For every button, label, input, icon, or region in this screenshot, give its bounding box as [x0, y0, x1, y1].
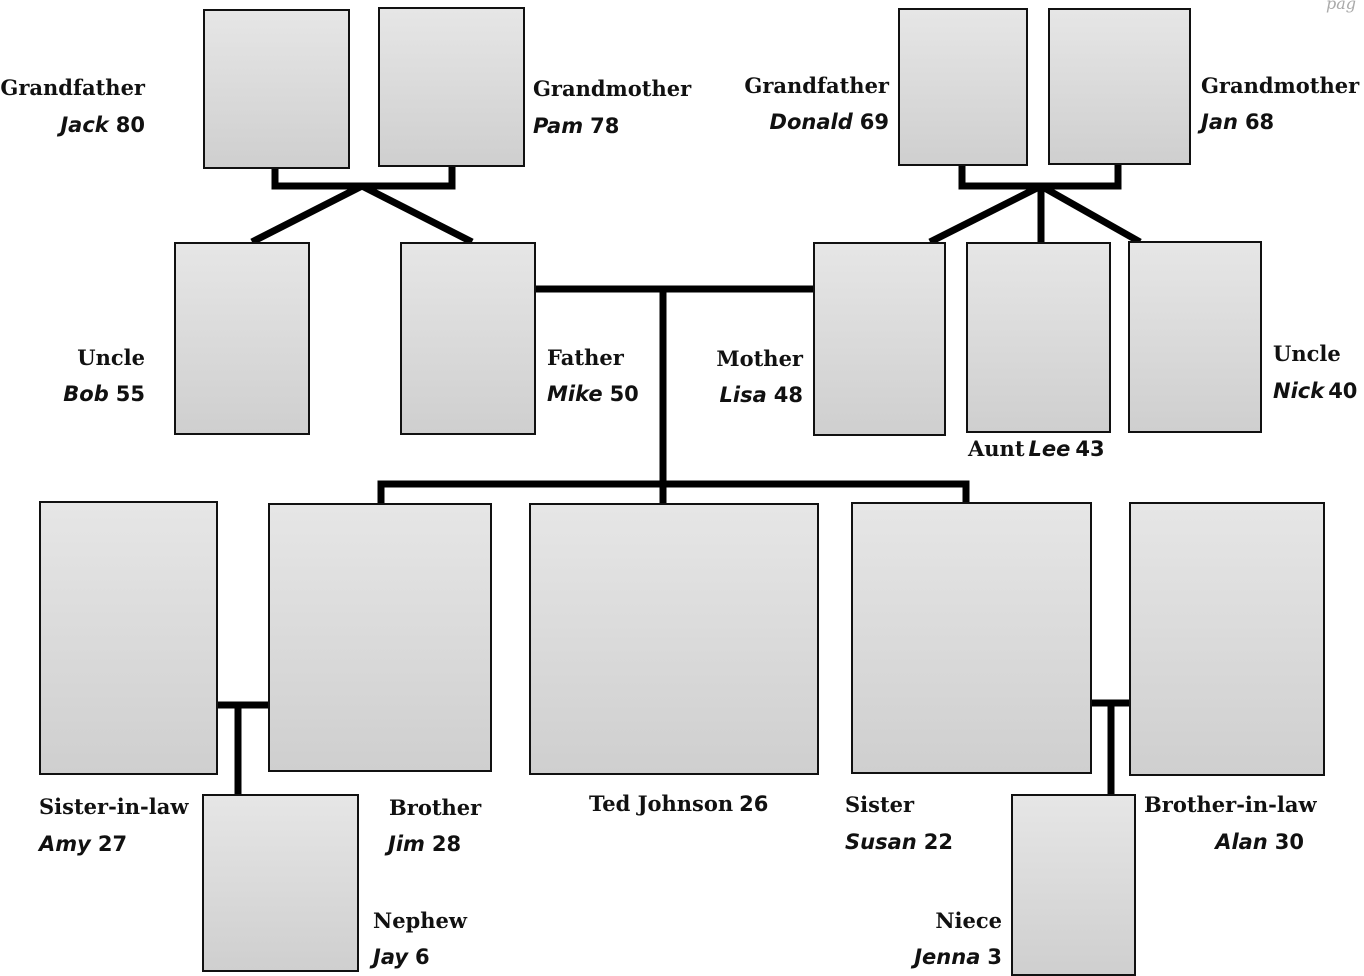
connector-to-mike [360, 182, 474, 246]
label-alan-role: Brother-in-law [1144, 792, 1317, 817]
susan-name: Susan [845, 830, 917, 854]
alan-name: Alan [1215, 830, 1268, 854]
label-lisa-role: Mother [716, 346, 803, 371]
label-jan-role: Grandmother [1201, 73, 1360, 98]
connector-children [377, 480, 970, 503]
photo-lisa [813, 242, 946, 436]
photo-lee [966, 242, 1111, 433]
label-jack-role: Grandfather [0, 75, 145, 100]
jack-age: 80 [115, 113, 145, 137]
amy-age: 27 [97, 832, 128, 856]
label-pam-role: Grandmother [533, 76, 692, 101]
donald-age: 69 [859, 110, 889, 134]
ted-age: 26 [739, 792, 769, 816]
bob-age: 55 [115, 382, 145, 406]
jan-name: Jan [1201, 110, 1238, 134]
lisa-name: Lisa [719, 383, 767, 407]
nick-name: Nick [1273, 379, 1325, 403]
page-mark-text: pag [1326, 0, 1357, 13]
photo-alan [1129, 502, 1325, 776]
jim-age: 28 [431, 832, 462, 856]
jan-age: 68 [1244, 110, 1275, 134]
label-susan-role: Sister [845, 792, 915, 817]
photo-amy [39, 501, 218, 775]
photo-susan [851, 502, 1092, 774]
connector-maternal-grandparents [958, 164, 1122, 190]
label-jenna-role: Niece [935, 908, 1002, 933]
photo-donald [898, 8, 1028, 166]
label-bob-role: Uncle [77, 345, 145, 370]
jack-name: Jack [60, 113, 109, 137]
label-jim-role: Brother [389, 795, 482, 820]
photo-jay [202, 794, 359, 972]
photo-bob [174, 242, 310, 435]
connector-to-bob [250, 182, 364, 246]
photo-jim [268, 503, 492, 772]
mike-name: Mike [547, 382, 603, 406]
connector-to-lisa [928, 182, 1043, 246]
susan-age: 22 [923, 830, 953, 854]
lee-name: Lee [1028, 437, 1071, 461]
jay-name: Jay [373, 945, 409, 969]
jenna-age: 3 [987, 945, 1002, 969]
photo-ted [529, 503, 819, 775]
label-donald-role: Grandfather [744, 73, 889, 98]
connector-paternal-grandparents [271, 166, 456, 190]
ted-name: Ted Johnson [589, 791, 734, 816]
label-nick-role: Uncle [1273, 341, 1341, 366]
pam-age: 78 [590, 114, 620, 138]
donald-name: Donald [769, 110, 853, 134]
mike-age: 50 [609, 382, 639, 406]
photo-jenna [1011, 794, 1136, 976]
pam-name: Pam [533, 114, 584, 138]
alan-age: 30 [1274, 830, 1304, 854]
lee-age: 43 [1075, 437, 1105, 461]
lee-role: Aunt [968, 436, 1025, 461]
photo-jan [1048, 8, 1191, 165]
amy-name: Amy [39, 832, 91, 856]
label-mike-role: Father [547, 345, 624, 370]
photo-mike [400, 242, 536, 435]
jim-name: Jim [388, 832, 425, 856]
photo-pam [378, 7, 525, 167]
bob-name: Bob [63, 382, 109, 406]
label-amy-role: Sister-in-law [39, 794, 189, 819]
photo-jack [203, 9, 350, 169]
jenna-name: Jenna [914, 945, 981, 969]
nick-age: 40 [1328, 379, 1358, 403]
jay-age: 6 [415, 945, 430, 969]
photo-nick [1128, 241, 1262, 433]
label-jay-role: Nephew [373, 908, 467, 933]
connector-to-nick [1039, 182, 1142, 246]
lisa-age: 48 [773, 383, 803, 407]
page-mark: pag [1322, 0, 1364, 14]
